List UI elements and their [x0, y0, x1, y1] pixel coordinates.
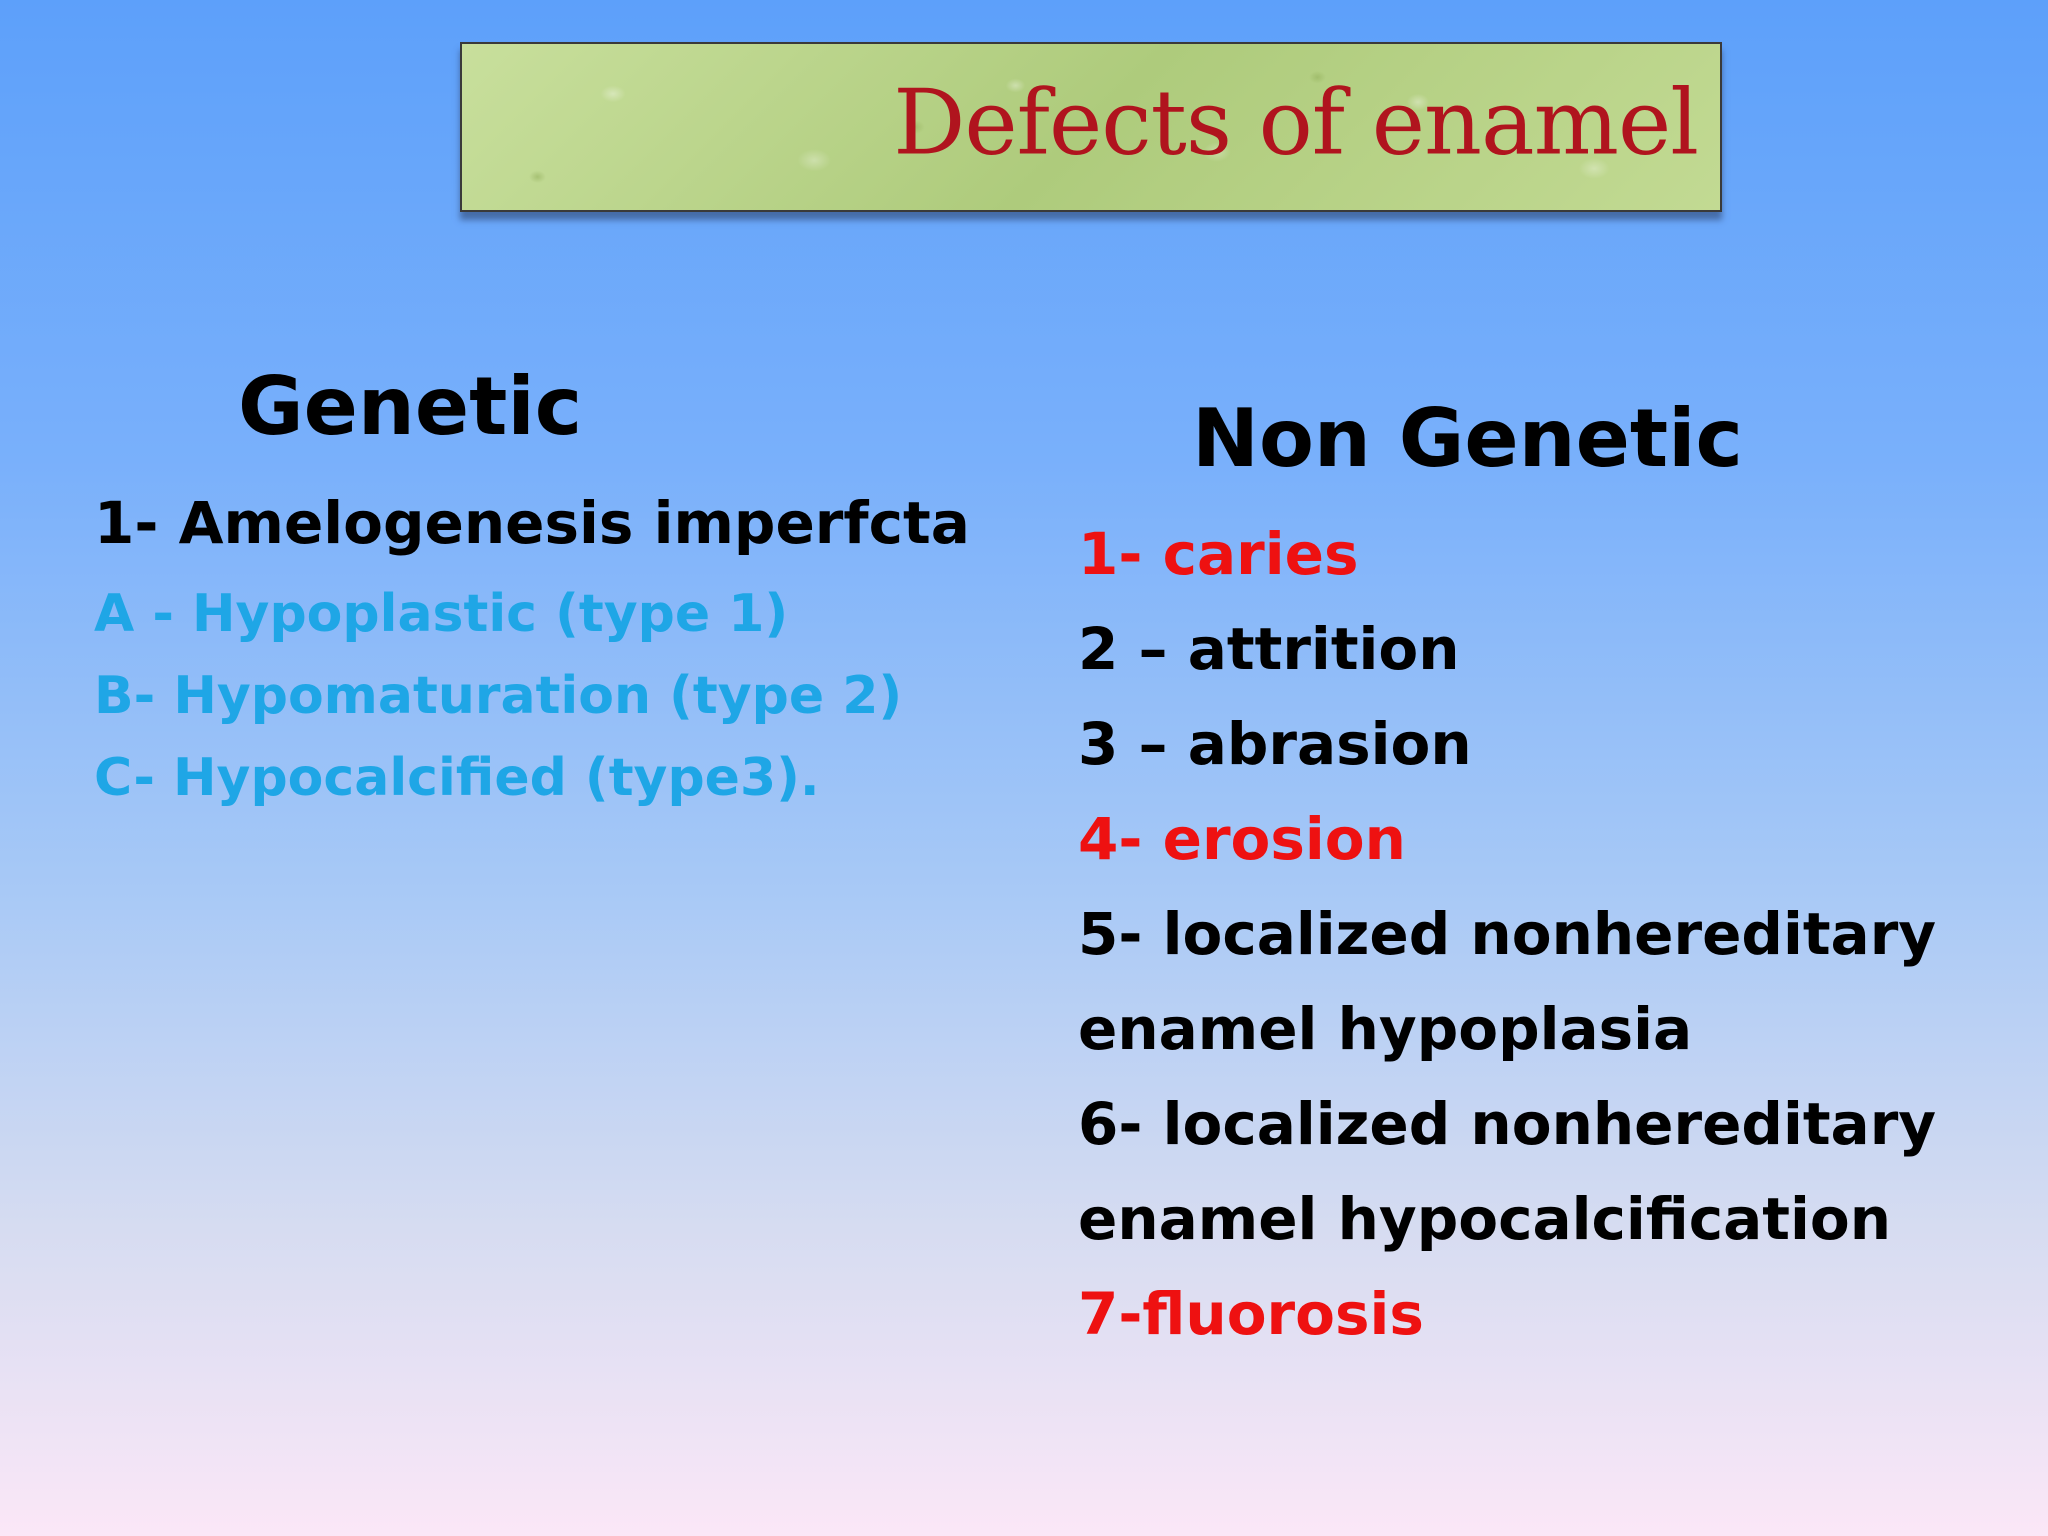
title-banner: Defects of enamel: [460, 42, 1722, 212]
genetic-heading: Genetic: [238, 360, 583, 453]
non-genetic-item-abrasion: 3 – abrasion: [1078, 710, 1472, 778]
non-genetic-item-hypocalcification-line1: 6- localized nonhereditary: [1078, 1090, 1937, 1158]
non-genetic-item-hypocalcification-line2: enamel hypocalcification: [1078, 1185, 1891, 1253]
non-genetic-item-hypoplasia-line1: 5- localized nonhereditary: [1078, 900, 1937, 968]
genetic-item-hypocalcified: C- Hypocalcified (type3).: [94, 748, 820, 808]
genetic-list: 1- Amelogenesis imperfcta A - Hypoplasti…: [94, 483, 970, 819]
non-genetic-heading: Non Genetic: [1192, 392, 1743, 485]
non-genetic-item-caries: 1- caries: [1078, 520, 1359, 588]
genetic-item-hypoplastic: A - Hypoplastic (type 1): [94, 584, 789, 644]
genetic-item-amelogenesis: 1- Amelogenesis imperfcta: [94, 489, 970, 557]
non-genetic-list: 1- caries 2 – attrition 3 – abrasion 4- …: [1078, 507, 1936, 1362]
non-genetic-item-fluorosis: 7-fluorosis: [1078, 1280, 1424, 1348]
slide-title: Defects of enamel: [893, 70, 1699, 176]
non-genetic-item-hypoplasia-line2: enamel hypoplasia: [1078, 995, 1693, 1063]
non-genetic-item-attrition: 2 – attrition: [1078, 615, 1460, 683]
genetic-item-hypomaturation: B- Hypomaturation (type 2): [94, 666, 903, 726]
non-genetic-item-erosion: 4- erosion: [1078, 805, 1406, 873]
